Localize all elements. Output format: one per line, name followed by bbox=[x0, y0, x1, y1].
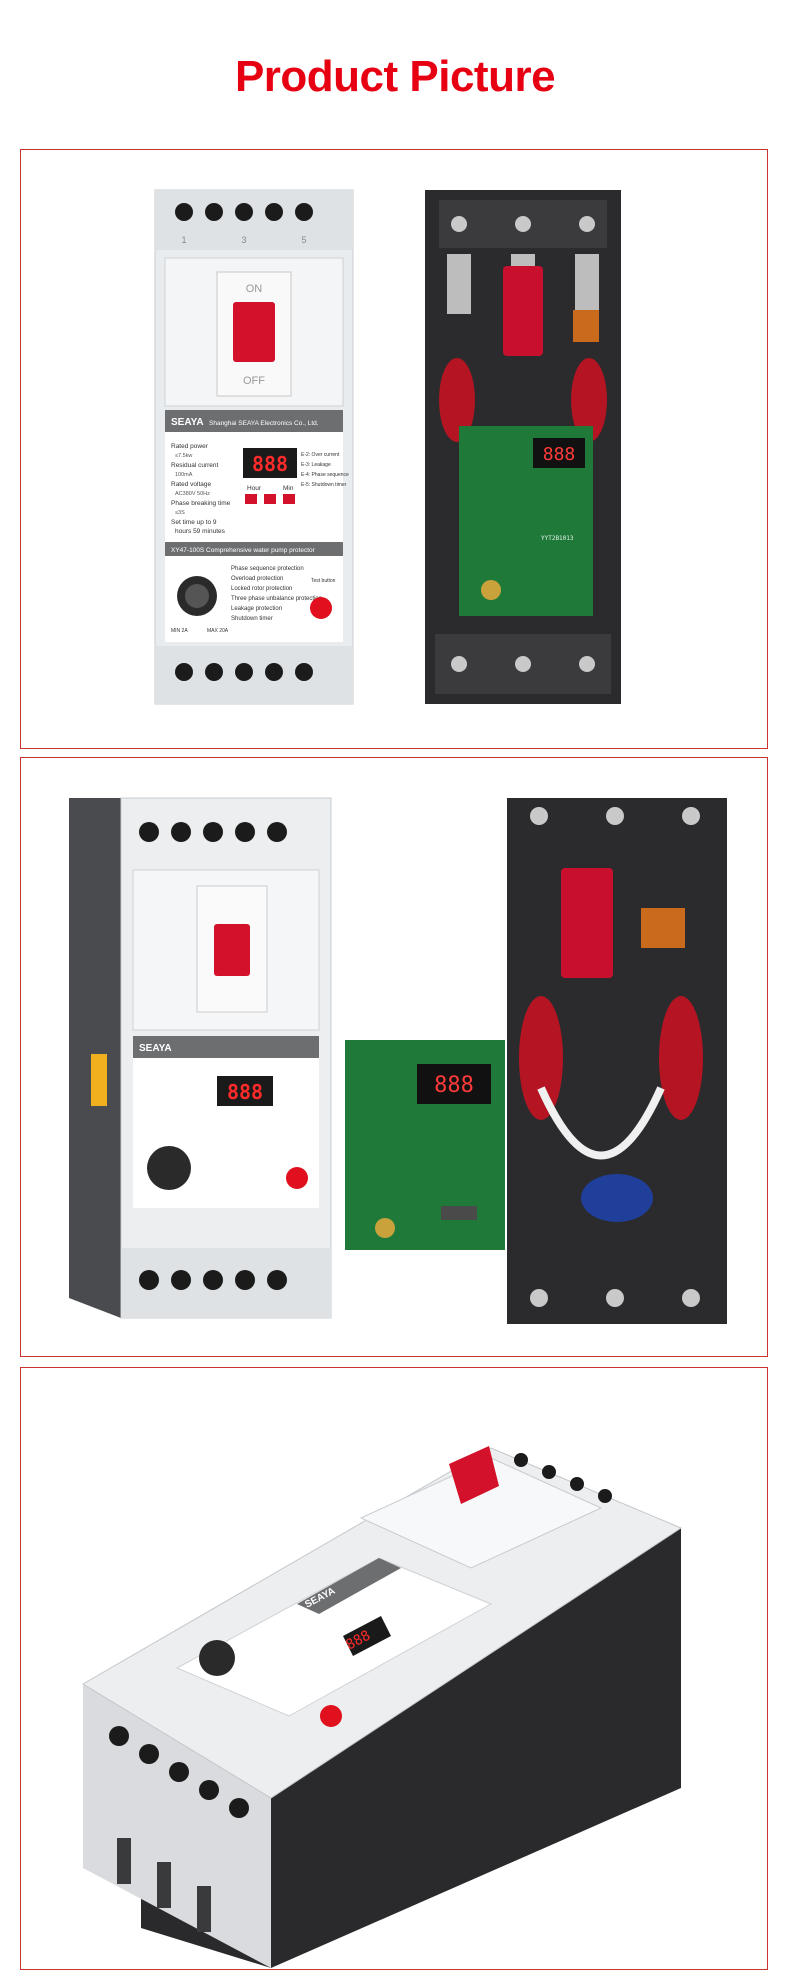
power-switch-angled[interactable] bbox=[214, 924, 250, 976]
switch-on-label: ON bbox=[246, 283, 263, 295]
error-code-e5: E-5: Shutdown timer bbox=[301, 482, 347, 488]
terminal-label-5: 5 bbox=[301, 235, 306, 245]
feature-phase-sequence: Phase sequence protection bbox=[231, 566, 304, 572]
test-button[interactable] bbox=[310, 597, 332, 619]
spec-set-time-value: hours 59 minutes bbox=[175, 528, 226, 535]
page-title: Product Picture bbox=[234, 52, 556, 101]
device-perspective-view: SEAYA 888 bbox=[82, 1446, 683, 1968]
spec-rated-voltage-value: AC380V 50Hz bbox=[175, 491, 210, 497]
current-knob-perspective[interactable] bbox=[199, 1640, 235, 1676]
company-name: Shanghai SEAYA Electronics Co., Ltd. bbox=[209, 420, 319, 427]
terminal-label-3: 3 bbox=[241, 235, 246, 245]
model-line: XY47-100S Comprehensive water pump prote… bbox=[171, 547, 316, 554]
feature-shutdown-timer: Shutdown timer bbox=[231, 616, 273, 622]
power-switch-perspective[interactable] bbox=[449, 1446, 499, 1504]
spec-phase-breaking-value: ≤3S bbox=[175, 510, 185, 516]
feature-unbalance: Three phase unbalance protection bbox=[231, 596, 322, 602]
spec-residual-current: Residual current bbox=[171, 462, 219, 469]
feature-locked-rotor: Locked rotor protection bbox=[231, 586, 292, 592]
current-knob-angled[interactable] bbox=[147, 1146, 191, 1190]
spec-set-time: Set time up to 9 bbox=[171, 519, 217, 526]
spec-phase-breaking: Phase breaking time bbox=[171, 500, 231, 507]
product-photo-perspective: SEAYA 888 bbox=[20, 1367, 768, 1970]
set-button[interactable] bbox=[264, 494, 276, 504]
svg-text:888: 888 bbox=[227, 1080, 263, 1104]
feature-leakage: Leakage protection bbox=[231, 606, 282, 612]
spec-rated-power: Rated power bbox=[171, 443, 209, 450]
switch-off-label: OFF bbox=[243, 375, 265, 387]
svg-text:888: 888 bbox=[543, 444, 576, 465]
loose-pcb-board: 888 bbox=[345, 1040, 505, 1250]
error-code-e2: E-2: Over current bbox=[301, 452, 340, 458]
brand-logo: SEAYA bbox=[171, 417, 204, 428]
test-button-angled[interactable] bbox=[286, 1167, 308, 1189]
terminal-label-1: 1 bbox=[181, 235, 186, 245]
test-button-label: Test button bbox=[311, 578, 336, 584]
hour-button[interactable] bbox=[245, 494, 257, 504]
error-code-e3: E-3: Leakage bbox=[301, 462, 331, 468]
spec-rated-voltage: Rated voltage bbox=[171, 481, 211, 488]
product-photo-angled-with-pcb: SEAYA 888 888 bbox=[20, 757, 768, 1357]
device-angled-view: SEAYA 888 bbox=[69, 797, 332, 1319]
led-display bbox=[243, 448, 297, 478]
hour-label: Hour bbox=[247, 485, 262, 492]
brand-logo-angled: SEAYA bbox=[139, 1043, 172, 1054]
knob-min-label: MIN 2A bbox=[171, 628, 188, 634]
device-front-view: 1 3 5 ON OFF SEAYA Shanghai SEAYA Electr… bbox=[154, 189, 354, 705]
product-photo-front-and-interior: 1 3 5 ON OFF SEAYA Shanghai SEAYA Electr… bbox=[20, 149, 768, 749]
led-display-value: 888 bbox=[252, 452, 288, 476]
power-switch[interactable] bbox=[233, 302, 275, 362]
error-code-e4: E-4: Phase sequence bbox=[301, 472, 349, 478]
test-button-perspective[interactable] bbox=[320, 1705, 342, 1727]
svg-text:888: 888 bbox=[434, 1073, 474, 1098]
min-label: Min bbox=[283, 485, 294, 492]
spec-residual-current-value: 100mA bbox=[175, 472, 193, 478]
min-button[interactable] bbox=[283, 494, 295, 504]
spec-rated-power-value: ≤7.5kw bbox=[175, 453, 192, 459]
feature-overload: Overload protection bbox=[231, 576, 283, 582]
pcb-label: YYT2B1013 bbox=[541, 535, 574, 542]
device-interior-view: 888 YYT2B1013 bbox=[425, 190, 621, 704]
knob-max-label: MAX 20A bbox=[207, 628, 229, 634]
device-interior-angled bbox=[507, 798, 727, 1324]
